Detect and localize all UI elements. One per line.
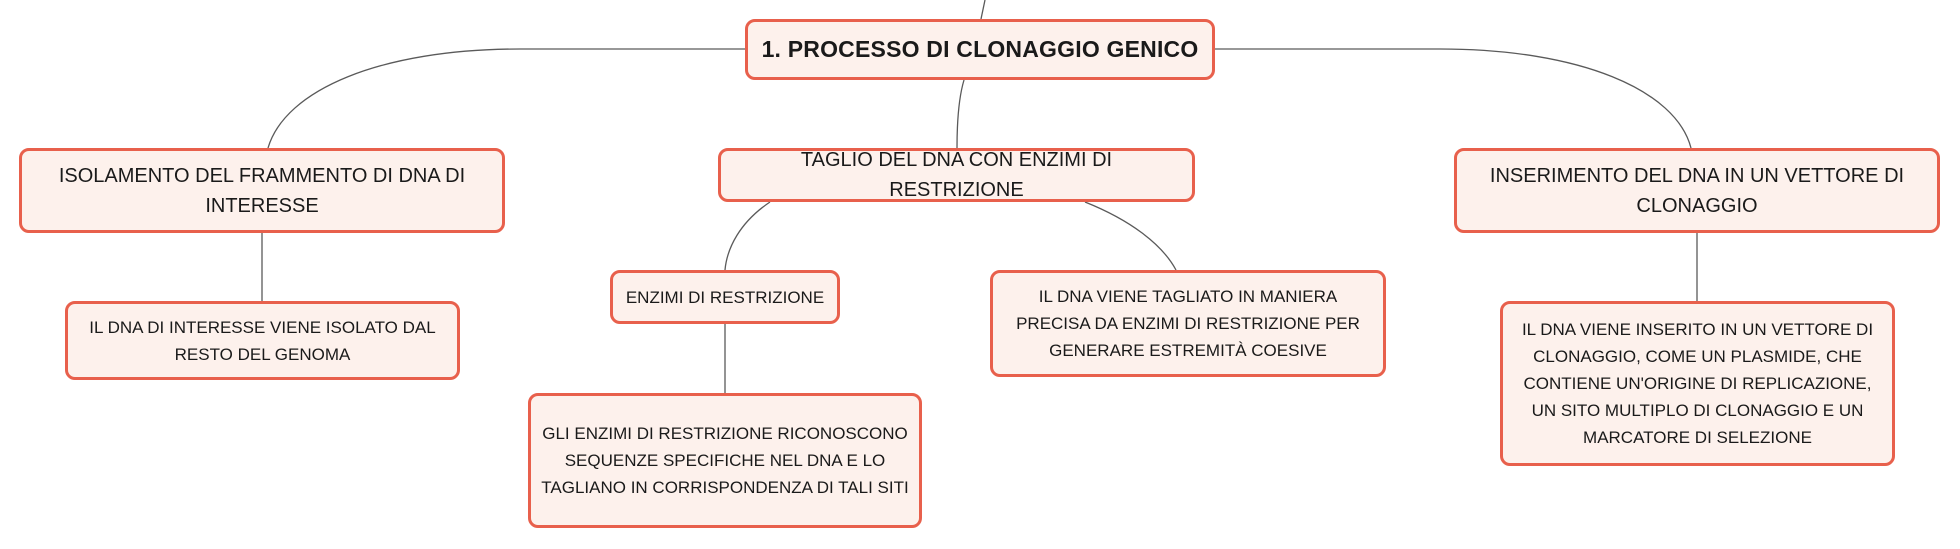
- topic-inserimento[interactable]: INSERIMENTO DEL DNA IN UN VETTORE DI CLO…: [1454, 148, 1940, 233]
- topic-taglio-label: TAGLIO DEL DNA CON ENZIMI DI RESTRIZIONE: [800, 149, 1113, 201]
- connector-taglio-enzimi: [724, 201, 771, 271]
- subtopic-inserito-label: IL DNA VIENE INSERITO IN UN VETTORE DI C…: [1521, 320, 1874, 447]
- subtopic-riconoscono-label: GLI ENZIMI DI RESTRIZIONE RICONOSCONO SE…: [541, 424, 909, 497]
- topic-inserimento-label: INSERIMENTO DEL DNA IN UN VETTORE DI CLO…: [1489, 164, 1905, 217]
- subtopic-riconoscono[interactable]: GLI ENZIMI DI RESTRIZIONE RICONOSCONO SE…: [528, 393, 922, 528]
- topic-isolamento-label: ISOLAMENTO DEL FRAMMENTO DI DNA DI INTER…: [58, 164, 466, 217]
- subtopic-isolato-label: IL DNA DI INTERESSE VIENE ISOLATO DAL RE…: [89, 317, 436, 364]
- topic-isolamento[interactable]: ISOLAMENTO DEL FRAMMENTO DI DNA DI INTER…: [19, 148, 505, 233]
- topic-taglio[interactable]: TAGLIO DEL DNA CON ENZIMI DI RESTRIZIONE: [718, 148, 1195, 202]
- subtopic-inserito[interactable]: IL DNA VIENE INSERITO IN UN VETTORE DI C…: [1500, 301, 1895, 466]
- root-topic[interactable]: 1. PROCESSO DI CLONAGGIO GENICO: [745, 19, 1215, 80]
- root-topic-label: 1. PROCESSO DI CLONAGGIO GENICO: [761, 36, 1199, 62]
- connector-root-isolamento: [267, 48, 745, 149]
- connector-root-taglio: [956, 79, 965, 149]
- connector-root-parent: [980, 0, 986, 20]
- connector-root-inserimento: [1215, 48, 1692, 149]
- connector-taglio-tagliato: [1084, 201, 1177, 271]
- subtopic-enzimi[interactable]: ENZIMI DI RESTRIZIONE: [610, 270, 840, 324]
- subtopic-tagliato[interactable]: IL DNA VIENE TAGLIATO IN MANIERA PRECISA…: [990, 270, 1386, 377]
- subtopic-tagliato-label: IL DNA VIENE TAGLIATO IN MANIERA PRECISA…: [1016, 287, 1360, 360]
- subtopic-enzimi-label: ENZIMI DI RESTRIZIONE: [625, 287, 825, 307]
- subtopic-isolato[interactable]: IL DNA DI INTERESSE VIENE ISOLATO DAL RE…: [65, 301, 460, 380]
